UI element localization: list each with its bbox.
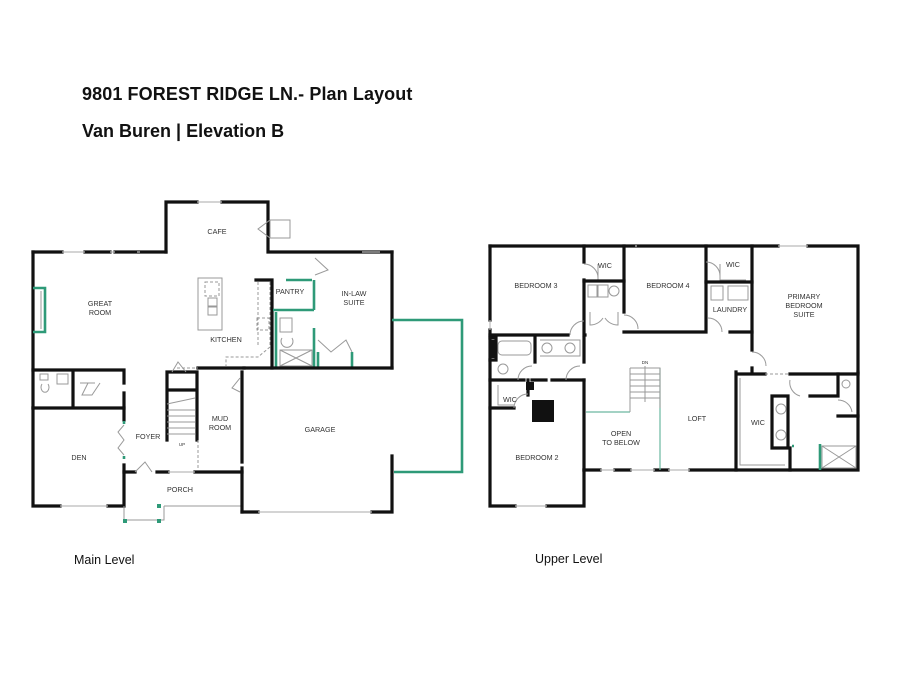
fireplace bbox=[33, 286, 47, 334]
in-law-bath-walls bbox=[274, 312, 354, 370]
open-to-below-rail bbox=[586, 368, 661, 470]
room-label-in-law-1: IN-LAW bbox=[342, 289, 367, 298]
main-level-label: Main Level bbox=[74, 553, 135, 567]
stair-dn-label: DN bbox=[642, 360, 649, 365]
room-label-bedroom-3: BEDROOM 3 bbox=[514, 281, 557, 290]
pantry-green-walls bbox=[273, 278, 316, 312]
upper-south-wall bbox=[582, 370, 860, 472]
main-level-plan: UP CAFE GREAT ROOM KITCHEN PANTRY IN-LAW… bbox=[31, 200, 464, 523]
room-label-mud-room-1: MUD bbox=[212, 414, 228, 423]
room-label-kitchen: KITCHEN bbox=[210, 335, 242, 344]
room-label-open-below-2: TO BELOW bbox=[602, 438, 640, 447]
room-label-wic-b2: WIC bbox=[503, 395, 517, 404]
room-label-porch: PORCH bbox=[167, 485, 193, 494]
room-label-primary-3: SUITE bbox=[793, 310, 814, 319]
room-label-wic-b4: WIC bbox=[726, 260, 740, 269]
kitchen-island bbox=[197, 277, 223, 331]
cafe-walls bbox=[164, 200, 394, 254]
room-label-laundry: LAUNDRY bbox=[713, 305, 747, 314]
room-label-wic-b3: WIC bbox=[598, 261, 612, 270]
garage-extension-outline bbox=[392, 318, 464, 474]
room-label-den: DEN bbox=[71, 453, 86, 462]
room-label-pantry: PANTRY bbox=[276, 287, 305, 296]
shower-green-walls bbox=[792, 444, 822, 470]
stair-up-label: UP bbox=[179, 442, 185, 447]
plan-title: 9801 FOREST RIDGE LN.- Plan Layout bbox=[82, 84, 413, 104]
room-label-great-room-1: GREAT bbox=[88, 299, 113, 308]
room-label-in-law-2: SUITE bbox=[343, 298, 364, 307]
room-label-bedroom-2: BEDROOM 2 bbox=[515, 453, 558, 462]
upper-west-wall bbox=[488, 244, 586, 508]
room-label-mud-room-2: ROOM bbox=[209, 423, 231, 432]
stair-walls bbox=[165, 370, 199, 442]
pantry-wall bbox=[254, 278, 274, 370]
room-label-wic-primary: WIC bbox=[751, 418, 765, 427]
primary-bath-walls bbox=[734, 370, 860, 472]
room-label-bedroom-4: BEDROOM 4 bbox=[646, 281, 689, 290]
bedroom-4-walls bbox=[622, 244, 708, 334]
bedroom-3-walls bbox=[488, 244, 587, 337]
room-label-primary-2: BEDROOM bbox=[785, 301, 822, 310]
room-label-foyer: FOYER bbox=[136, 432, 161, 441]
room-label-primary-1: PRIMARY bbox=[788, 292, 821, 301]
chase-block bbox=[532, 400, 554, 422]
room-label-garage: GARAGE bbox=[305, 425, 336, 434]
room-label-great-room-2: ROOM bbox=[89, 308, 111, 317]
upper-level-plan: DN BEDROOM 3 WIC BEDROOM 4 WIC LAUNDRY P… bbox=[488, 244, 860, 508]
powder-closet-walls bbox=[31, 368, 126, 410]
garage-walls bbox=[240, 454, 394, 514]
room-label-cafe: CAFE bbox=[207, 227, 226, 236]
room-label-open-below-1: OPEN bbox=[611, 429, 631, 438]
upper-level-label: Upper Level bbox=[535, 552, 603, 566]
plan-subtitle: Van Buren | Elevation B bbox=[82, 121, 285, 141]
room-label-loft: LOFT bbox=[688, 414, 707, 423]
